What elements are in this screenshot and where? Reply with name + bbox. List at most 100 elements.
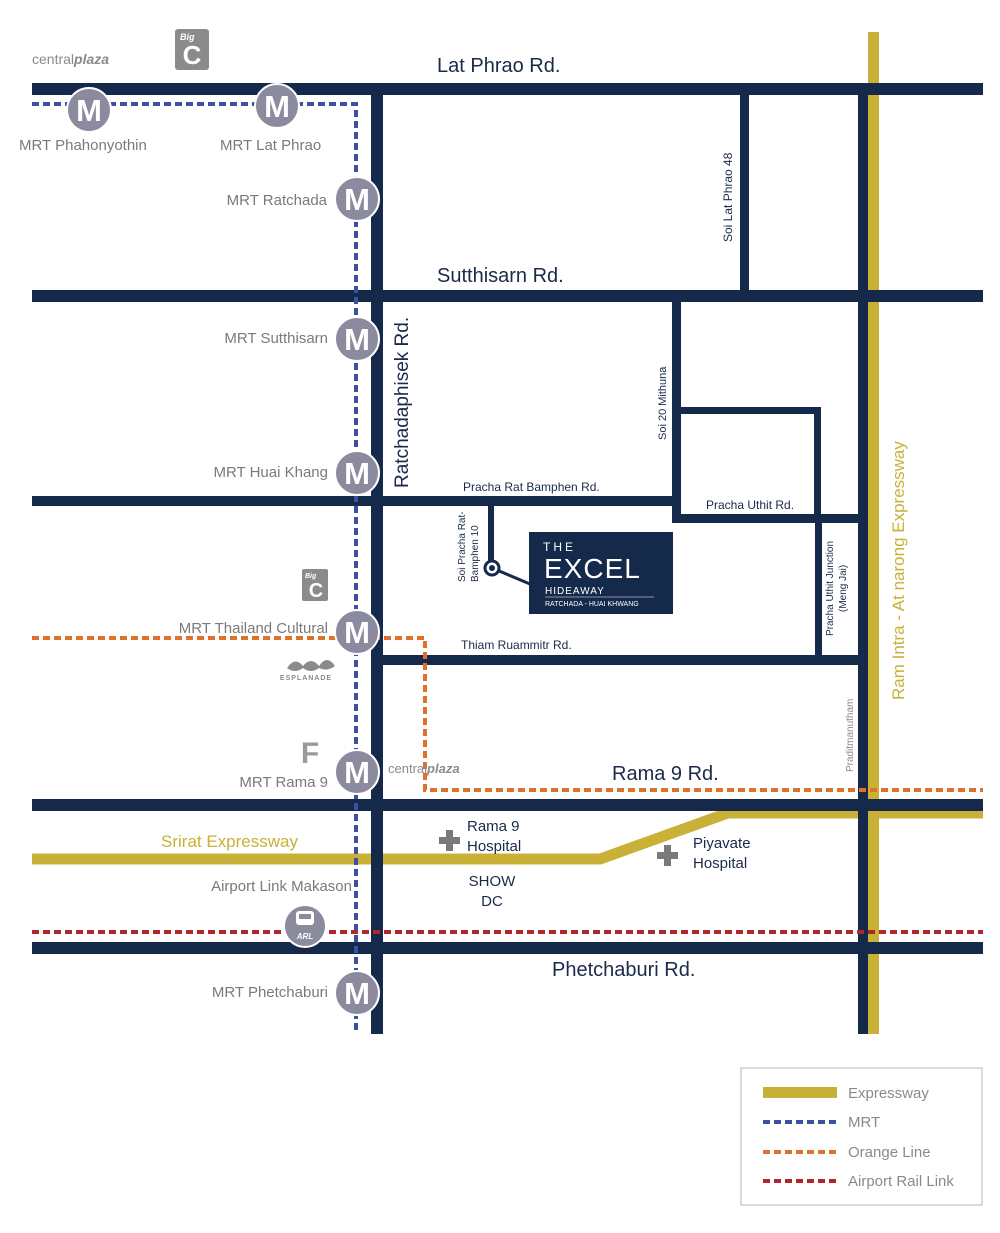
- station-label-phahonyothin: MRT Phahonyothin: [19, 137, 147, 154]
- rama9-hospital[interactable]: Rama 9 Hospital: [439, 818, 521, 855]
- svg-text:Rama 9: Rama 9: [467, 818, 520, 835]
- svg-text:M: M: [264, 89, 290, 124]
- road-label-soi-pracha-rat-line1: Soi Pracha Rat-: [457, 511, 468, 582]
- rama9-road: [32, 799, 983, 811]
- legend-item-orange-line: Orange Line: [763, 1144, 931, 1161]
- project-the: THE: [543, 540, 576, 554]
- svg-text:M: M: [344, 322, 370, 357]
- station-label-thailand-cultural: MRT Thailand Cultural: [179, 620, 328, 637]
- road-labels: Lat Phrao Rd. Sutthisarn Rd. Rama 9 Rd. …: [161, 55, 908, 981]
- svg-text:Big: Big: [180, 32, 195, 42]
- centralplaza-logo-rama9: centralplaza: [388, 761, 460, 776]
- east-road: [858, 89, 868, 1034]
- airport-link-makason-marker[interactable]: ARL: [283, 904, 327, 948]
- landmarks: centralplaza Big C Big C ESPLANADE F cen…: [32, 29, 751, 910]
- svg-text:Big: Big: [305, 573, 317, 580]
- station-label-phetchaburi: MRT Phetchaburi: [212, 984, 328, 1001]
- road-label-soi-lat-phrao-48: Soi Lat Phrao 48: [721, 152, 735, 242]
- road-label-phetchaburi: Phetchaburi Rd.: [552, 959, 695, 981]
- station-label-sutthisarn: MRT Sutthisarn: [224, 330, 328, 347]
- svg-text:Hospital: Hospital: [693, 855, 747, 872]
- road-label-pracha-uthit-junction-line1: Pracha Uthit Junction: [825, 541, 836, 636]
- station-label-airport-link-makason: Airport Link Makason: [211, 878, 352, 895]
- roads: [32, 83, 983, 1034]
- thiam-ruammitr-road: [377, 655, 863, 665]
- mrt-phetchaburi-marker[interactable]: M: [334, 970, 380, 1016]
- mrt-rama9-marker[interactable]: M: [334, 749, 380, 795]
- legend-item-mrt: MRT: [763, 1114, 880, 1131]
- ratchadaphisek-road: [371, 89, 383, 1034]
- road-label-pracha-uthit-junction-line2: (Meng Jai): [838, 565, 849, 612]
- mrt-thailand-cultural-marker[interactable]: M: [334, 609, 380, 655]
- svg-text:M: M: [344, 615, 370, 650]
- svg-text:centralplaza: centralplaza: [388, 761, 460, 776]
- svg-text:C: C: [309, 580, 323, 602]
- connector-v-road: [814, 407, 821, 519]
- mrt-phahonyothin-marker[interactable]: M: [66, 87, 112, 133]
- svg-text:M: M: [76, 93, 102, 128]
- svg-text:SHOW: SHOW: [469, 873, 517, 890]
- pracha-uthit-junction-road: [815, 519, 822, 660]
- orange-line: [32, 636, 983, 792]
- station-labels: MRT Phahonyothin MRT Lat Phrao MRT Ratch…: [19, 137, 352, 1001]
- project-box: [529, 532, 673, 614]
- bigc-logo-mid: Big C: [302, 569, 328, 602]
- ram-intra-expressway-line: [868, 32, 879, 1034]
- pracha-uthit-road: [672, 514, 862, 523]
- svg-text:MRT: MRT: [848, 1114, 880, 1131]
- svg-text:M: M: [344, 456, 370, 491]
- svg-text:Airport Rail Link: Airport Rail Link: [848, 1173, 954, 1190]
- road-label-ratchadaphisek: Ratchadaphisek Rd.: [392, 317, 413, 488]
- road-label-rama9: Rama 9 Rd.: [612, 763, 719, 785]
- connector-h-road: [676, 407, 821, 414]
- rail-lines: [32, 102, 983, 1034]
- road-label-pracha-uthit: Pracha Uthit Rd.: [706, 498, 794, 512]
- road-label-praditmanutham: Praditmanutham: [845, 699, 856, 772]
- legend: Expressway MRT Orange Line Airport Rail …: [740, 1067, 983, 1206]
- esplanade-logo: ESPLANADE: [280, 660, 335, 682]
- svg-text:F: F: [301, 737, 319, 770]
- road-label-ram-intra-expressway: Ram Intra - At narong Expressway: [889, 441, 908, 700]
- centralplaza-logo-top: centralplaza: [32, 51, 109, 67]
- project-location[interactable]: THE EXCEL HIDEAWAY RATCHADA - HUAI KHWAN…: [483, 532, 673, 614]
- station-label-huai-khang: MRT Huai Khang: [213, 464, 328, 481]
- svg-text:ESPLANADE: ESPLANADE: [280, 675, 332, 682]
- road-label-thiam-ruammitr: Thiam Ruammitr Rd.: [461, 638, 572, 652]
- svg-text:centralplaza: centralplaza: [32, 51, 109, 67]
- svg-text:Hospital: Hospital: [467, 838, 521, 855]
- svg-text:Expressway: Expressway: [848, 1085, 929, 1102]
- srirat-expressway-line: [32, 807, 983, 865]
- road-label-lat-phrao: Lat Phrao Rd.: [437, 55, 560, 77]
- svg-text:C: C: [183, 40, 202, 70]
- road-label-soi-pracha-rat-line2: Bamphen 10: [470, 525, 481, 582]
- road-label-soi-20-mithuna: Soi 20 Mithuna: [657, 366, 669, 440]
- svg-text:M: M: [344, 182, 370, 217]
- svg-text:DC: DC: [481, 893, 503, 910]
- mrt-ratchada-marker[interactable]: M: [334, 176, 380, 222]
- road-label-srirat-expressway: Srirat Expressway: [161, 832, 298, 851]
- expressways: [32, 32, 983, 1034]
- svg-text:M: M: [344, 976, 370, 1011]
- station-label-rama9: MRT Rama 9: [239, 774, 328, 791]
- hospital-cross-icon: [439, 830, 460, 851]
- road-label-sutthisarn: Sutthisarn Rd.: [437, 265, 564, 287]
- mrt-sutthisarn-marker[interactable]: M: [334, 316, 380, 362]
- svg-text:M: M: [344, 755, 370, 790]
- road-label-pracha-rat-bamphen: Pracha Rat Bamphen Rd.: [463, 480, 600, 494]
- svg-text:ARL: ARL: [296, 932, 314, 941]
- mrt-huai-khang-marker[interactable]: M: [334, 450, 380, 496]
- legend-item-airport-rail-link: Airport Rail Link: [763, 1173, 954, 1190]
- show-dc[interactable]: SHOW DC: [469, 873, 517, 910]
- project-excel: EXCEL: [544, 553, 641, 584]
- project-hideaway: HIDEAWAY: [545, 586, 605, 597]
- soi-lat-phrao-48-road: [740, 89, 749, 296]
- lat-phrao-road: [32, 83, 983, 95]
- station-label-lat-phrao: MRT Lat Phrao: [220, 137, 321, 154]
- sutthisarn-road: [32, 290, 983, 302]
- svg-text:Orange Line: Orange Line: [848, 1144, 931, 1161]
- mrt-line: [32, 102, 358, 1034]
- station-label-ratchada: MRT Ratchada: [227, 192, 328, 209]
- piyavate-hospital[interactable]: Piyavate Hospital: [657, 835, 751, 872]
- mrt-lat-phrao-marker[interactable]: M: [254, 83, 300, 129]
